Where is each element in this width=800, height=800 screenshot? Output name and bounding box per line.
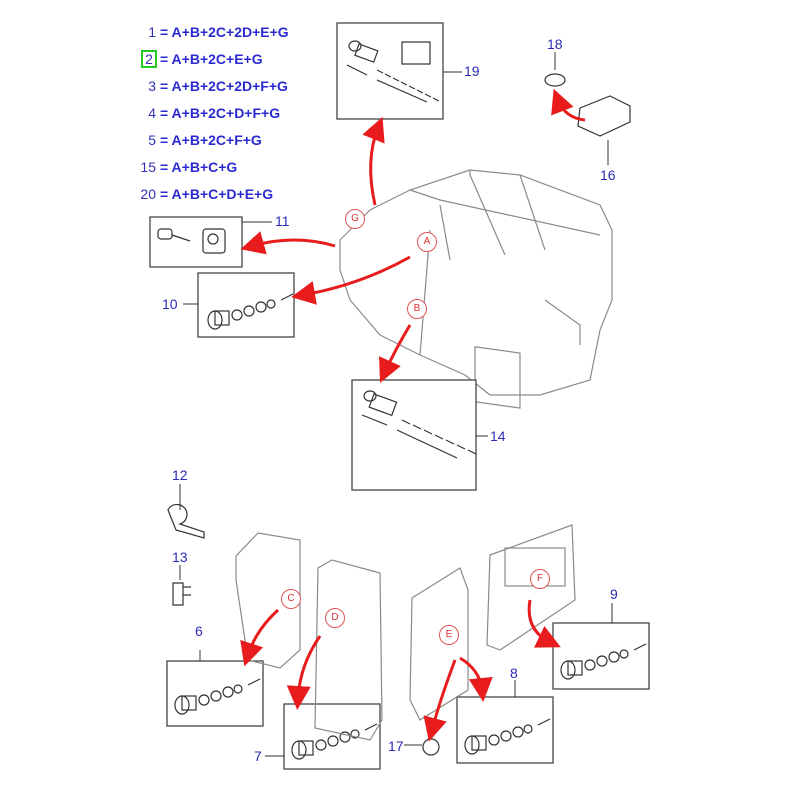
cap-17 (422, 738, 440, 756)
legend-number[interactable]: 4 (148, 105, 156, 121)
callout-14[interactable]: 14 (490, 428, 506, 444)
marker-G: G (345, 209, 365, 229)
part-boxes (149, 22, 650, 770)
callout-7[interactable]: 7 (254, 748, 262, 764)
legend-row: 3= A+B+2C+2D+F+G (130, 78, 288, 94)
marker-D: D (325, 608, 345, 628)
marker-B: B (407, 299, 427, 319)
callout-19[interactable]: 19 (464, 63, 480, 79)
legend-number[interactable]: 20 (140, 186, 156, 202)
legend-formula: = A+B+2C+2D+E+G (160, 24, 289, 40)
legend-row: 15= A+B+C+G (130, 159, 237, 175)
small-parts (167, 73, 631, 756)
box-6 (166, 660, 264, 727)
box-11 (149, 216, 243, 268)
legend-formula: = A+B+2C+E+G (160, 51, 263, 67)
legend-formula: = A+B+2C+2D+F+G (160, 78, 288, 94)
battery-18 (544, 73, 566, 87)
marker-F: F (530, 569, 550, 589)
callout-9[interactable]: 9 (610, 586, 618, 602)
legend-number[interactable]: 2 (141, 50, 157, 68)
box-14 (351, 379, 477, 491)
legend-number[interactable]: 5 (148, 132, 156, 148)
legend-number[interactable]: 3 (148, 78, 156, 94)
clip-13 (172, 582, 191, 606)
legend-row: 1= A+B+2C+2D+E+G (130, 24, 289, 40)
red-arrows (240, 88, 586, 742)
callout-8[interactable]: 8 (510, 665, 518, 681)
remote-16 (577, 95, 631, 137)
callout-10[interactable]: 10 (162, 296, 178, 312)
callout-18[interactable]: 18 (547, 36, 563, 52)
legend-number[interactable]: 15 (140, 159, 156, 175)
marker-A: A (417, 232, 437, 252)
van-body-outline (339, 169, 613, 409)
rear-door-left (409, 567, 469, 721)
lock-cylinder-parts (157, 40, 647, 760)
box-10 (197, 272, 295, 338)
callout-6[interactable]: 6 (195, 623, 203, 639)
legend-formula: = A+B+2C+F+G (160, 132, 262, 148)
legend-number[interactable]: 1 (148, 24, 156, 40)
callout-12[interactable]: 12 (172, 467, 188, 483)
front-door (235, 532, 301, 669)
legend-row: 4= A+B+2C+D+F+G (130, 105, 280, 121)
legend-row: 5= A+B+2C+F+G (130, 132, 262, 148)
legend-formula: = A+B+C+G (160, 159, 238, 175)
legend-row-highlighted: 2= A+B+2C+E+G (130, 50, 263, 68)
key-12 (167, 503, 205, 539)
marker-E: E (439, 625, 459, 645)
callout-17[interactable]: 17 (388, 738, 404, 754)
callout-11[interactable]: 11 (275, 213, 290, 229)
callout-13[interactable]: 13 (172, 549, 188, 565)
box-9 (552, 622, 650, 690)
sliding-door (314, 559, 383, 741)
box-8 (456, 696, 554, 764)
legend-formula: = A+B+2C+D+F+G (160, 105, 281, 121)
box-19 (336, 22, 444, 120)
rear-door-right (486, 524, 576, 651)
marker-C: C (281, 589, 301, 609)
legend-formula: = A+B+C+D+E+G (160, 186, 274, 202)
callout-16[interactable]: 16 (600, 167, 616, 183)
legend-row: 20= A+B+C+D+E+G (130, 186, 273, 202)
